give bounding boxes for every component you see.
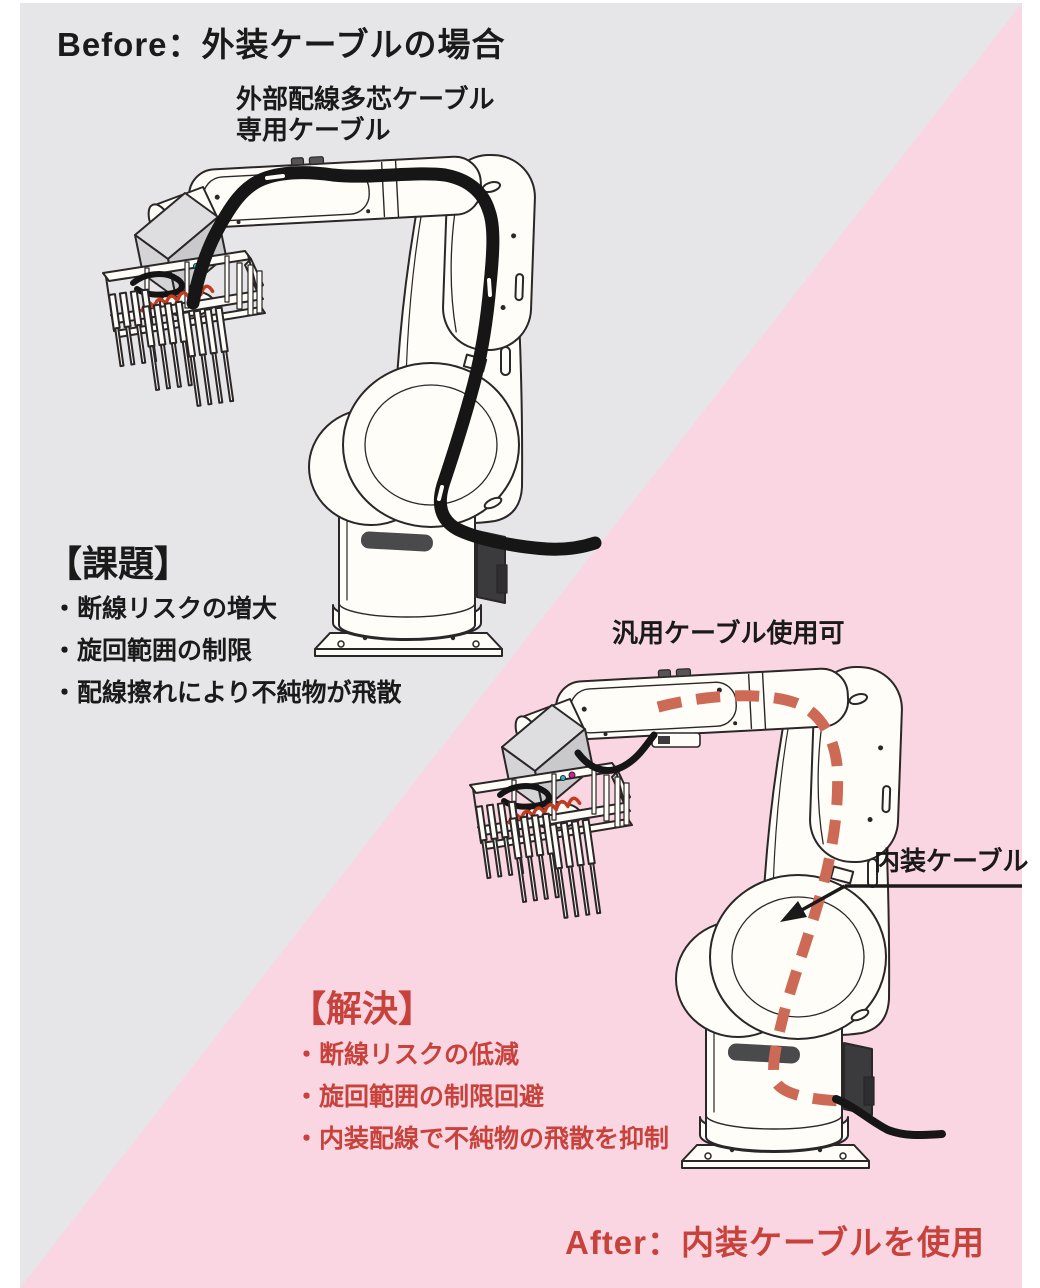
tool-cable [574, 731, 658, 774]
issues-heading: 【課題】 [46, 543, 191, 584]
base-exit-cable [832, 1095, 946, 1140]
internal-cable-arrow [780, 884, 1022, 922]
robot-before-illustration [85, 135, 602, 665]
external-cable-label-line1: 外部配線多芯ケーブル [236, 84, 495, 114]
solutions-heading: 【解決】 [290, 988, 435, 1029]
solution-item: ・断線リスクの低減 [294, 1041, 520, 1069]
issue-item: ・配線擦れにより不純物が飛散 [52, 679, 402, 707]
after-title: After：内装ケーブルを使用 [565, 1224, 986, 1261]
solution-item: ・内装配線で不純物の飛散を抑制 [294, 1125, 670, 1153]
generic-cable-label: 汎用ケーブル使用可 [612, 618, 845, 648]
external-cable-label-line2: 専用ケーブル [236, 115, 391, 145]
robot-after-illustration [452, 647, 946, 1177]
solution-item: ・旋回範囲の制限回避 [294, 1083, 545, 1111]
issue-item: ・断線リスクの増大 [52, 595, 278, 623]
solutions-list: ・断線リスクの低減 ・旋回範囲の制限回避 ・内装配線で不純物の飛散を抑制 [294, 1034, 669, 1160]
internal-cable-dashed [656, 690, 844, 1107]
external-cable [186, 166, 602, 556]
issue-item: ・旋回範囲の制限 [52, 637, 253, 665]
before-title: Before：外装ケーブルの場合 [57, 26, 506, 63]
issues-list: ・断線リスクの増大 ・旋回範囲の制限 ・配線擦れにより不純物が飛散 [52, 588, 402, 714]
external-cable-label: 外部配線多芯ケーブル 専用ケーブル [236, 84, 494, 146]
arm-connector [651, 732, 701, 748]
internal-cable-label: 内装ケーブル [874, 846, 1029, 876]
